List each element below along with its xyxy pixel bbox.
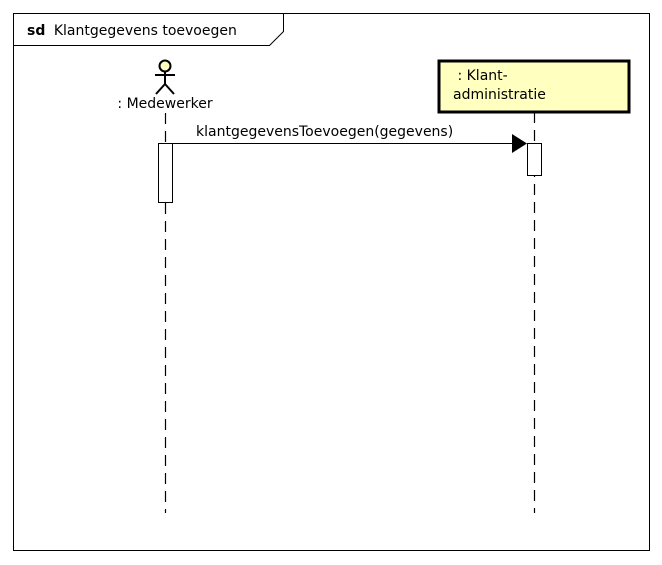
frame-name: Klantgegevens toevoegen [54, 23, 237, 39]
object-lifeline-klantadministratie: : Klant- administratie [437, 59, 631, 513]
object-label-line2: administratie [453, 87, 546, 103]
actor-lifeline-medewerker: : Medewerker [117, 59, 213, 513]
synchronous-arrowhead-icon [512, 134, 527, 153]
activation-bar [527, 143, 542, 176]
object-label-line1: : Klant- [453, 68, 508, 84]
message-label: klantgegevensToevoegen(gegevens) [196, 124, 453, 140]
message-klantgegevenstoevoegen: klantgegevensToevoegen(gegevens) [172, 124, 527, 153]
frame-title-tab [13, 13, 284, 46]
object-box [437, 59, 631, 114]
frame-title: sd Klantgegevens toevoegen [27, 23, 237, 39]
actor-icon [155, 59, 175, 95]
object-label: : Klant- administratie [453, 68, 546, 103]
frame-keyword: sd [27, 23, 45, 39]
diagram-frame [13, 13, 650, 551]
actor-label: : Medewerker [117, 96, 212, 112]
activation-bar [158, 143, 173, 203]
